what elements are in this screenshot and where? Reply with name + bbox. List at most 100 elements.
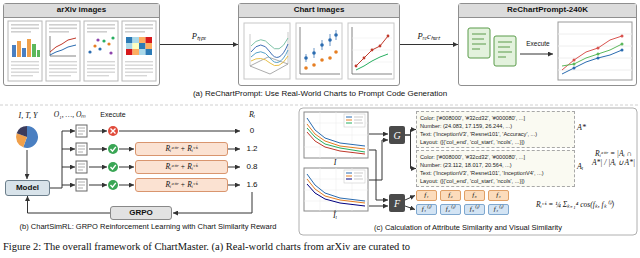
chart-thumbnails — [334, 33, 338, 37]
code-and-render — [498, 42, 512, 57]
code-and-render — [573, 67, 576, 70]
similarity-art — [304, 112, 368, 158]
attribute-box: Color: ['#008000', '#32cd32', '#000080',… — [416, 150, 575, 187]
chart-thumbnails — [244, 23, 394, 79]
rl-pipeline-art — [89, 185, 107, 186]
code-and-render — [621, 35, 624, 38]
paper-thumbnails — [126, 43, 133, 49]
code-and-render — [558, 22, 632, 80]
similarity-art — [346, 173, 352, 174]
reward-value: 1.2 — [240, 144, 264, 153]
chart-thumbnails — [355, 65, 358, 68]
paper-thumbnails — [122, 21, 156, 81]
flow-arrow — [400, 44, 458, 45]
paper-thumbnails — [126, 49, 133, 55]
encoder-box: F — [389, 194, 405, 212]
code-and-render — [573, 59, 576, 62]
paper-thumbnails — [146, 43, 153, 49]
chart-thumbnails — [356, 54, 388, 70]
similarity-art — [346, 117, 352, 118]
paper-thumbnails — [133, 43, 140, 49]
node-text: Color: ['#008000', '#32cd32', '#000080',… — [420, 114, 525, 122]
code-and-render — [468, 22, 632, 80]
rl-pipeline-art — [76, 161, 87, 173]
rl-pipeline-art — [228, 167, 240, 168]
chart-thumbnails — [328, 38, 332, 42]
chart-thumbnails — [320, 58, 324, 62]
node-text: f₄⁽ⁱ⁾ — [494, 206, 503, 214]
node-text: arXiv images — [4, 4, 159, 18]
rl-pipeline-art — [111, 183, 116, 187]
feature-box: f₁ — [416, 190, 437, 201]
node-text: Rᵢᵃᵗᵗʳ + Rᵢᵛⁱˢ — [165, 163, 197, 171]
rl-pipeline-art — [119, 185, 134, 186]
chart-thumbnails — [300, 27, 340, 74]
chart-thumbnails — [334, 50, 338, 54]
rl-pipeline-art — [16, 125, 252, 213]
node-text: Text: ('InceptionV3', 'Resnet101', 'Accu… — [420, 130, 537, 138]
chart-thumbnails — [250, 32, 288, 66]
attribute-box: Color: ['#008000', '#32cd32', '#000080',… — [416, 111, 575, 148]
similarity-art — [304, 168, 368, 211]
rl-pipeline-art — [62, 131, 75, 132]
node-text: Rᵢᵃᵗᵗʳ + Rᵢᵛⁱˢ — [165, 181, 197, 189]
paper-thumbnails — [139, 43, 146, 49]
code-and-render — [468, 28, 490, 58]
code-and-render — [573, 63, 576, 66]
set-label: Aᵢ — [577, 162, 589, 171]
paper-thumbnails — [37, 50, 40, 57]
rl-pipeline-art — [228, 149, 240, 150]
paper-thumbnails — [146, 37, 153, 43]
edge-label: Pᵣₑcₕₐᵣₜ — [417, 32, 442, 41]
paper-thumbnails — [8, 21, 156, 81]
paper-thumbnails — [17, 41, 21, 57]
rl-pipeline-art — [108, 144, 118, 154]
similarity-art — [307, 128, 365, 152]
rl-pipeline-art — [89, 167, 107, 168]
code-and-render — [558, 34, 632, 70]
code-and-render — [597, 53, 600, 56]
code-and-render — [472, 34, 486, 49]
rl-pipeline-art — [89, 149, 107, 150]
rl-pipeline-art — [111, 129, 116, 134]
code-and-render — [562, 44, 622, 66]
rl-pipeline-art — [108, 126, 118, 136]
paper-thumbnails — [50, 36, 76, 56]
node-text: f₃⁽ⁱ⁾ — [470, 206, 479, 214]
paper-thumbnails — [32, 44, 36, 57]
figure-caption: Figure 2: The overall framework of Chart… — [3, 241, 410, 253]
similarity-art — [346, 176, 352, 177]
paper-thumbnails — [102, 39, 105, 42]
rl-pipeline-art — [89, 131, 107, 132]
rl-pipeline-art — [62, 185, 75, 186]
similarity-art — [405, 206, 415, 210]
subfigure-caption: (c) Calculation of Attribute Similarity … — [300, 224, 636, 233]
rl-pipeline-art — [111, 165, 116, 169]
node-text: Model — [16, 184, 39, 193]
similarity-art — [354, 117, 363, 123]
paper-thumbnails — [109, 51, 112, 54]
chart-thumbnails — [244, 23, 290, 79]
chart-thumbnails — [251, 50, 288, 63]
similarity-art — [304, 112, 368, 158]
paper-thumbnails — [88, 50, 91, 53]
reward-value: 0 — [240, 126, 264, 135]
similarity-art — [344, 114, 365, 127]
similarity-art — [344, 170, 365, 183]
reward-box: Rᵢᵃᵗᵗʳ + Rᵢᵛⁱˢ — [135, 142, 228, 156]
chart-thumbnails — [296, 23, 342, 79]
similarity-art — [369, 134, 388, 135]
chart-thumbnails — [352, 38, 392, 62]
chart-thumbnails — [304, 56, 308, 60]
similarity-art — [346, 123, 352, 124]
chart-thumbnails — [379, 45, 382, 48]
flow-arrow — [405, 130, 416, 136]
paper-thumbnails — [84, 21, 118, 81]
chart-thumbnails — [328, 56, 332, 60]
code-and-render — [621, 49, 624, 52]
chart-thumbnails — [306, 30, 336, 62]
feature-box: f₄ — [488, 190, 509, 201]
image-panel: Chart images — [238, 3, 400, 86]
rl-pipeline-art — [173, 192, 252, 213]
rl-pipeline-art — [62, 149, 75, 150]
